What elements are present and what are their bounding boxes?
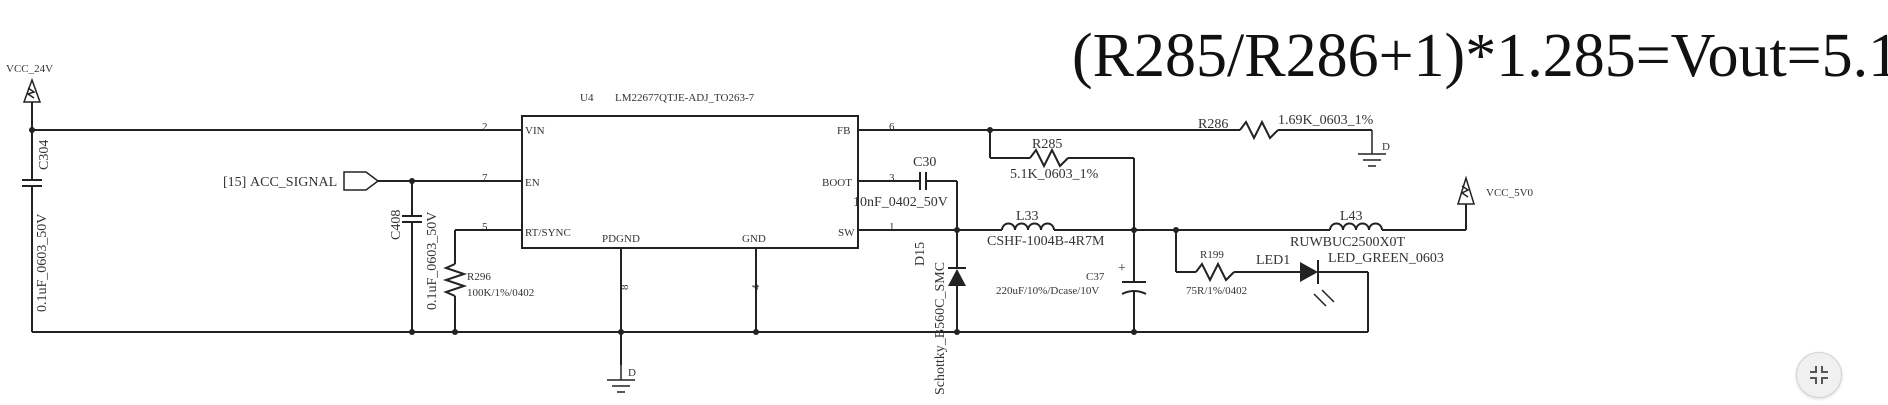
vcc-24v-power-port: VCC_24V [6, 63, 53, 130]
signal-sheet-ref: [15] [223, 175, 246, 190]
diode-d15: D15 Schottky_B560C_SMC [913, 230, 966, 395]
capacitor-c37: + C37 220uF/10%/Dcase/10V [996, 230, 1147, 332]
r285-ref: R285 [1032, 137, 1062, 152]
c408-ref: C408 [389, 210, 404, 240]
pin-sw-num: 1 [889, 221, 895, 233]
r199-value: 75R/1%/0402 [1186, 285, 1247, 297]
ground-symbol-main: D [607, 365, 636, 393]
collapse-arrows-icon [1810, 366, 1828, 384]
pin-boot-name: BOOT [822, 177, 852, 189]
l43-value: RUWBUC2500X0T [1290, 235, 1406, 250]
r286-value: 1.69K_0603_1% [1278, 113, 1374, 128]
c30-value: 10nF_0402_50V [853, 195, 948, 210]
acc-signal-port: [15] ACC_SIGNAL [223, 171, 380, 191]
inductor-l43: L43 RUWBUC2500X0T [1290, 209, 1466, 250]
vcc-5v0-label: VCC_5V0 [1486, 187, 1534, 199]
led-icon [1300, 262, 1318, 282]
c30-ref: C30 [913, 155, 936, 170]
ground-label-fb: D [1382, 141, 1390, 153]
inductor-l33: L33 CSHF-1004B-4R7M [987, 209, 1330, 249]
ic-body [521, 115, 859, 249]
r285-value: 5.1K_0603_1% [1010, 167, 1099, 182]
pin-rt-num: 5 [482, 221, 488, 233]
pin-vin-name: VIN [525, 125, 545, 137]
offpage-connector-icon [343, 171, 380, 191]
pin-gnd-name: GND [742, 233, 766, 245]
r199-ref: R199 [1200, 249, 1224, 261]
ground-symbol-fb: D [1358, 130, 1390, 167]
signal-name: ACC_SIGNAL [250, 175, 337, 190]
r296-ref: R296 [467, 271, 491, 283]
resistor-r199: R199 75R/1%/0402 [1186, 249, 1300, 297]
c37-value: 220uF/10%/Dcase/10V [996, 285, 1099, 297]
led1-value: LED_GREEN_0603 [1328, 251, 1444, 266]
pin-pdgnd-num: 8 [619, 284, 631, 290]
capacitor-c408: C408 0.1uF_0603_50V [389, 181, 440, 332]
output-voltage-formula: (R285/R286+1)*1.285=Vout=5.1V [1072, 22, 1888, 90]
ic-ref: U4 [580, 92, 594, 104]
r286-ref: R286 [1198, 117, 1228, 132]
collapse-view-button[interactable] [1796, 352, 1842, 398]
pin-rt-name: RT/SYNC [525, 227, 571, 239]
d15-value: Schottky_B560C_SMC [933, 262, 948, 395]
ic-part-number: LM22677QTJE-ADJ_TO263-7 [615, 92, 755, 104]
l33-ref: L33 [1016, 209, 1039, 224]
power-arrow-icon [1456, 175, 1476, 205]
ground-label-main: D [628, 367, 636, 379]
capacitor-c304: C304 0.1uF_0603_50V [22, 130, 52, 332]
c304-value: 0.1uF_0603_50V [35, 214, 50, 312]
c304-ref: C304 [37, 140, 52, 170]
c37-ref: C37 [1086, 271, 1105, 283]
pin-sw-name: SW [838, 227, 855, 239]
pin-en-name: EN [525, 177, 540, 189]
led1-ref: LED1 [1256, 253, 1290, 268]
pin-fb-num: 6 [889, 121, 895, 133]
schottky-diode-icon [948, 269, 966, 286]
l33-value: CSHF-1004B-4R7M [987, 234, 1105, 249]
capacitor-c30: C30 10nF_0402_50V [853, 155, 958, 230]
d15-ref: D15 [913, 242, 928, 266]
r296-value: 100K/1%/0402 [467, 287, 534, 299]
pin-vin-num: 2 [482, 121, 488, 133]
pin-en-num: 7 [482, 172, 488, 184]
pin-fb-name: FB [837, 125, 850, 137]
led-led1: LED1 LED_GREEN_0603 [1256, 251, 1444, 307]
l43-ref: L43 [1340, 209, 1363, 224]
vcc-5v0-power-port: VCC_5V0 [1456, 175, 1534, 230]
ic-u4: U4 LM22677QTJE-ADJ_TO263-7 VIN 2 EN 7 RT… [482, 92, 895, 290]
pin-boot-num: 3 [889, 172, 895, 184]
resistor-r286: R286 1.69K_0603_1% [1198, 113, 1374, 141]
resistor-r285: R285 5.1K_0603_1% [989, 130, 1135, 230]
resistor-r296: R296 100K/1%/0402 [442, 230, 534, 332]
vcc-24v-label: VCC_24V [6, 63, 53, 75]
pin-pdgnd-name: PDGND [602, 233, 640, 245]
c408-value: 0.1uF_0603_50V [425, 212, 440, 310]
c37-polarity: + [1118, 261, 1126, 276]
